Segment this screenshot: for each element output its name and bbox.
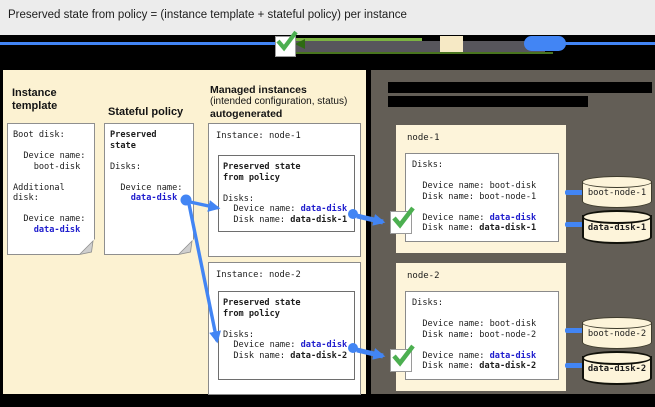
vm-node-1: node-1 Disks: Device name: boot-disk Dis… (396, 125, 566, 253)
node-label: node-1 (407, 133, 440, 143)
green-checkmark-icon (392, 206, 415, 229)
vm-node-2: node-2 Disks: Device name: boot-disk Dis… (396, 263, 566, 391)
disk-label: data-disk-1 (587, 223, 647, 233)
folded-corner-icon (178, 239, 194, 255)
instance-label: Instance: node-1 (216, 131, 301, 141)
banner-check-icon (275, 30, 298, 57)
diagram-title: Preserved state from policy = (instance … (8, 9, 407, 21)
banner-green-underline (294, 52, 553, 54)
disks-text: Disks: Device name: boot-disk Disk name:… (412, 160, 537, 233)
instance-template-doc: Boot disk: Device name: boot-disk Additi… (7, 123, 95, 255)
disk-cylinder-data-disk-2: data-disk-2 (582, 351, 652, 385)
disk-label: data-disk-2 (587, 364, 647, 374)
check-icon-node-1 (390, 206, 415, 234)
disk-cylinder-data-disk-1: data-disk-1 (582, 210, 652, 244)
disks-box-node-2: Disks: Device name: boot-disk Disk name:… (405, 291, 559, 380)
disk-connector-line (565, 222, 583, 227)
stateful-policy-heading: Stateful policy (108, 106, 184, 118)
green-checkmark-icon (392, 344, 415, 367)
disk-label: boot-node-2 (587, 329, 647, 339)
banner-blue-line-left (0, 42, 277, 45)
disk-label: boot-node-1 (587, 188, 647, 198)
banner-blue-pill (524, 36, 566, 51)
managed-instances-heading-line1: Managed instances (210, 84, 307, 96)
disk-connector-line (565, 328, 583, 333)
folded-corner-icon (79, 239, 95, 255)
banner-gray-bar-1 (294, 41, 440, 52)
disks-text: Disks: Device name: boot-disk Disk name:… (412, 298, 537, 371)
managed-instances-heading-line3: autogenerated (210, 108, 283, 120)
redacted-text-bar-1 (388, 82, 652, 93)
instance-label: Instance: node-2 (216, 270, 301, 280)
redacted-text-bar-2 (388, 96, 588, 107)
mig-config-panel: Instance template Stateful policy Manage… (3, 70, 366, 395)
disk-connector-line (565, 363, 583, 368)
title-bar: Preserved state from policy = (instance … (0, 0, 655, 35)
disk-cylinder-boot-node-1: boot-node-1 (582, 176, 652, 208)
managed-instances-heading: Managed instances (intended configuratio… (210, 84, 347, 120)
green-checkmark-icon (276, 30, 298, 52)
banner-blue-line-right (563, 42, 655, 45)
disk-cylinder-boot-node-2: boot-node-2 (582, 317, 652, 349)
disks-box-node-1: Disks: Device name: boot-disk Disk name:… (405, 153, 559, 242)
check-icon-node-2 (390, 344, 415, 372)
node-label: node-2 (407, 271, 440, 281)
banner-green-arrowhead-icon (295, 39, 305, 49)
disk-connector-line (565, 190, 583, 195)
banner-gray-bar-2 (463, 41, 545, 52)
instance-template-doc-text: Boot disk: Device name: boot-disk Additi… (13, 130, 86, 235)
banner-beige-box (440, 36, 463, 54)
vm-instances-panel: node-1 Disks: Device name: boot-disk Dis… (371, 70, 655, 394)
instance-template-heading: Instance template (12, 87, 58, 112)
managed-instances-heading-line2: (intended configuration, status) (210, 96, 348, 107)
banner-green-bar (294, 38, 422, 42)
